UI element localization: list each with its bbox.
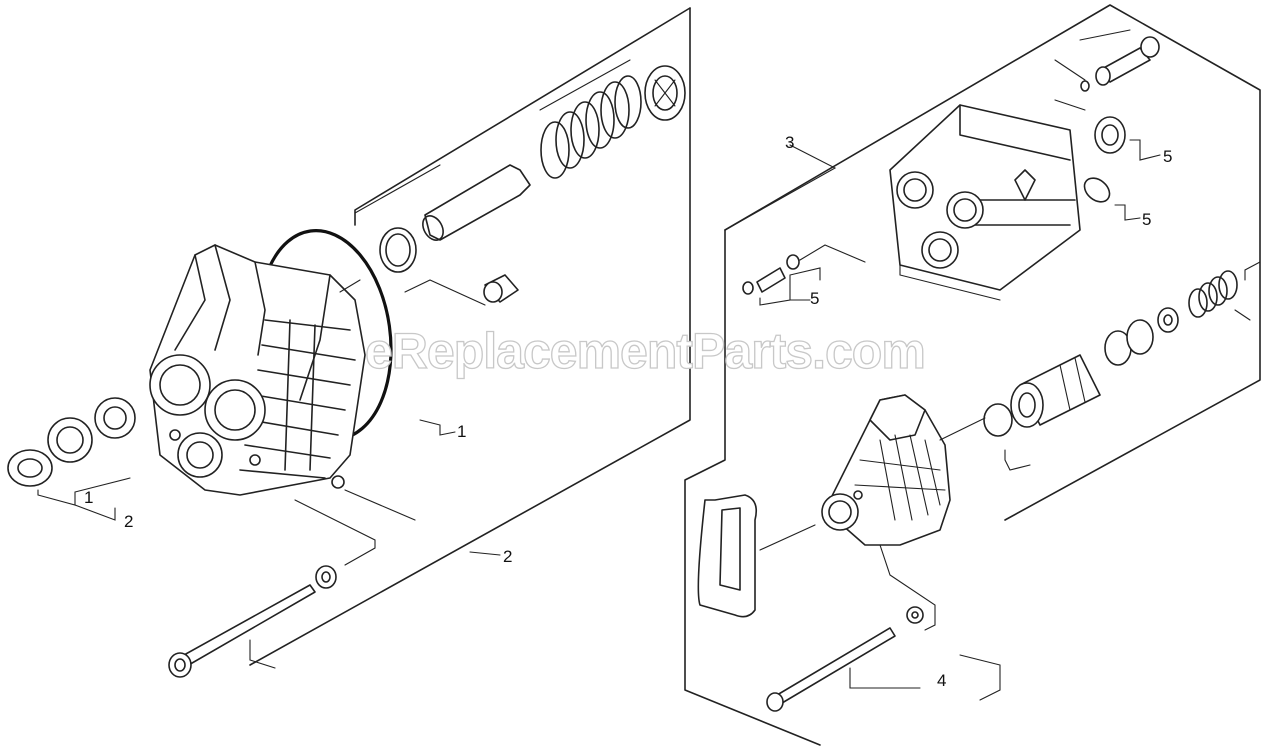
check-valve-upper [1054, 29, 1161, 221]
right-group-left-outline [684, 229, 821, 746]
pump-housing [149, 244, 366, 496]
small-spring [1188, 270, 1238, 318]
callout-4: 4 [937, 671, 946, 690]
callout-3-leader [724, 144, 837, 231]
left-group-top-outline [354, 7, 691, 226]
left-seal-stack [7, 397, 136, 521]
right-group-top-outline [724, 4, 1261, 521]
spring-retainer [644, 65, 686, 121]
left-bolt [168, 489, 416, 678]
right-washer [906, 606, 924, 624]
piston-assembly [339, 59, 686, 306]
callout-5b-leader [1114, 204, 1141, 221]
watermark-text: eReplacementParts.com [365, 323, 925, 379]
callout-3: 3 [785, 133, 794, 152]
callout-1: 1 [457, 422, 466, 441]
valve-cartridge [1010, 354, 1101, 428]
callout-5-upper: 5 [1163, 147, 1172, 166]
seal-chain-right [983, 261, 1261, 471]
callout-1-seals: 1 [84, 488, 93, 507]
left-assembly-group [7, 7, 691, 678]
valve-body [889, 104, 1081, 301]
callout-2: 2 [503, 547, 512, 566]
callout-5-left: 5 [810, 289, 819, 308]
retaining-clip [697, 494, 816, 618]
callout-5-middle: 5 [1142, 210, 1151, 229]
check-valve-left [742, 244, 866, 306]
piston-sleeve [483, 274, 519, 303]
piston [424, 164, 531, 241]
right-bolt [766, 544, 1001, 712]
piston-spring [540, 75, 642, 179]
left-group-outline [249, 7, 691, 666]
housing-bore-right [204, 379, 266, 441]
housing-bolt-hole [331, 475, 345, 489]
pump-head-lower [821, 394, 951, 546]
callout-5a-leader [1129, 139, 1161, 161]
callout-2-leader [469, 551, 501, 556]
left-washer [315, 565, 337, 589]
callout-1-leader [419, 419, 456, 436]
callout-2-seals: 2 [124, 512, 133, 531]
housing-bore-lower [177, 432, 223, 478]
right-assembly-group [684, 4, 1261, 746]
head-to-seal-leader [939, 417, 986, 441]
housing-bore-upper [149, 354, 211, 416]
